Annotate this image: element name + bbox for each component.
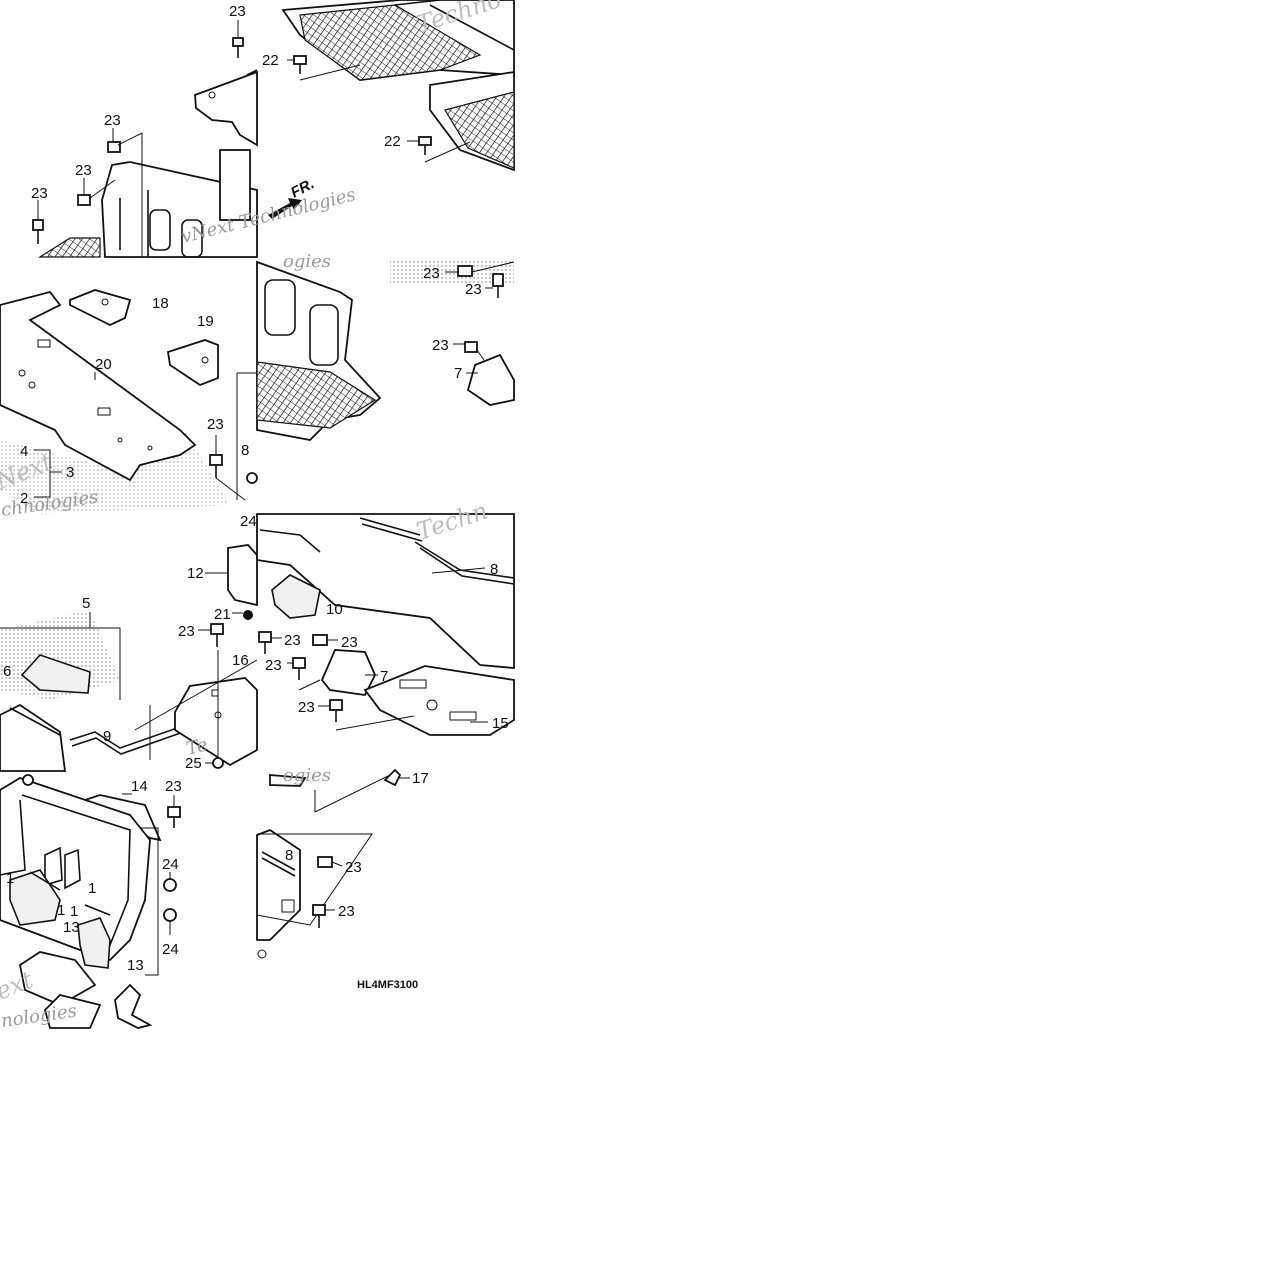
part-label: 20: [95, 356, 112, 373]
part-label: 1: [88, 880, 96, 897]
part-label: 19: [197, 313, 214, 330]
part-label: 8: [241, 442, 249, 459]
part-label: 1: [6, 870, 14, 887]
part-label: 23: [104, 112, 121, 129]
part-label: 12: [187, 565, 204, 582]
watermark-text: ogies: [283, 765, 331, 786]
part-label: 8: [285, 847, 293, 864]
part-label: 15: [492, 715, 509, 732]
part-label: 23: [338, 903, 355, 920]
part-label: 23: [229, 3, 246, 20]
part-label: 24: [162, 941, 179, 958]
tile-top-left: [32, 20, 302, 258]
part-label: 23: [432, 337, 449, 354]
part-label: 23: [345, 859, 362, 876]
part-label: 23: [31, 185, 48, 202]
part-label: 23: [298, 699, 315, 716]
part-label: 10: [326, 601, 343, 618]
part-label: 13: [127, 957, 144, 974]
tile-bottom-left: [0, 774, 181, 1029]
part-label: 24: [240, 513, 257, 530]
part-label: 23: [265, 657, 282, 674]
part-label: 14: [131, 778, 148, 795]
part-label: 23: [165, 778, 182, 795]
part-label: 24: [162, 856, 179, 873]
part-label: 1: [57, 902, 65, 919]
part-label: 23: [75, 162, 92, 179]
tile-bottom-right: [256, 768, 410, 959]
tile-lower-right: [256, 513, 515, 736]
part-number-labels: 23 22 23 23 23 22 18 19 20 23 8 4 3 2 24…: [3, 3, 509, 974]
part-label: 8: [490, 561, 498, 578]
part-label: 2: [20, 490, 28, 507]
part-label: 6: [3, 663, 11, 680]
tile-top-right: [281, 0, 515, 172]
tile-middle-left: [0, 289, 258, 514]
part-label: 25: [185, 755, 202, 772]
watermark-text: ogies: [283, 251, 331, 272]
part-label: 21: [214, 606, 231, 623]
part-label: 23: [423, 265, 440, 282]
part-label: 17: [412, 770, 429, 787]
part-label: 7: [380, 668, 388, 685]
part-label: 13: [63, 919, 80, 936]
tile-middle-right: [256, 260, 515, 441]
part-label: 1: [70, 903, 78, 920]
part-label: 23: [284, 632, 301, 649]
part-label: 23: [207, 416, 224, 433]
part-label: 9: [103, 728, 111, 745]
part-label: 18: [152, 295, 169, 312]
tile-lower-left: [0, 544, 258, 772]
part-label: 23: [178, 623, 195, 640]
part-label: 5: [82, 595, 90, 612]
part-label: 16: [232, 652, 249, 669]
part-label: 3: [66, 464, 74, 481]
part-label: 23: [465, 281, 482, 298]
diagram-code: HL4MF3100: [357, 979, 418, 991]
part-label: 23: [341, 634, 358, 651]
part-label: 4: [20, 443, 28, 460]
part-label: 7: [454, 365, 462, 382]
watermark-text: Te: [184, 734, 210, 760]
part-label: 22: [384, 133, 401, 150]
part-label: 22: [262, 52, 279, 69]
